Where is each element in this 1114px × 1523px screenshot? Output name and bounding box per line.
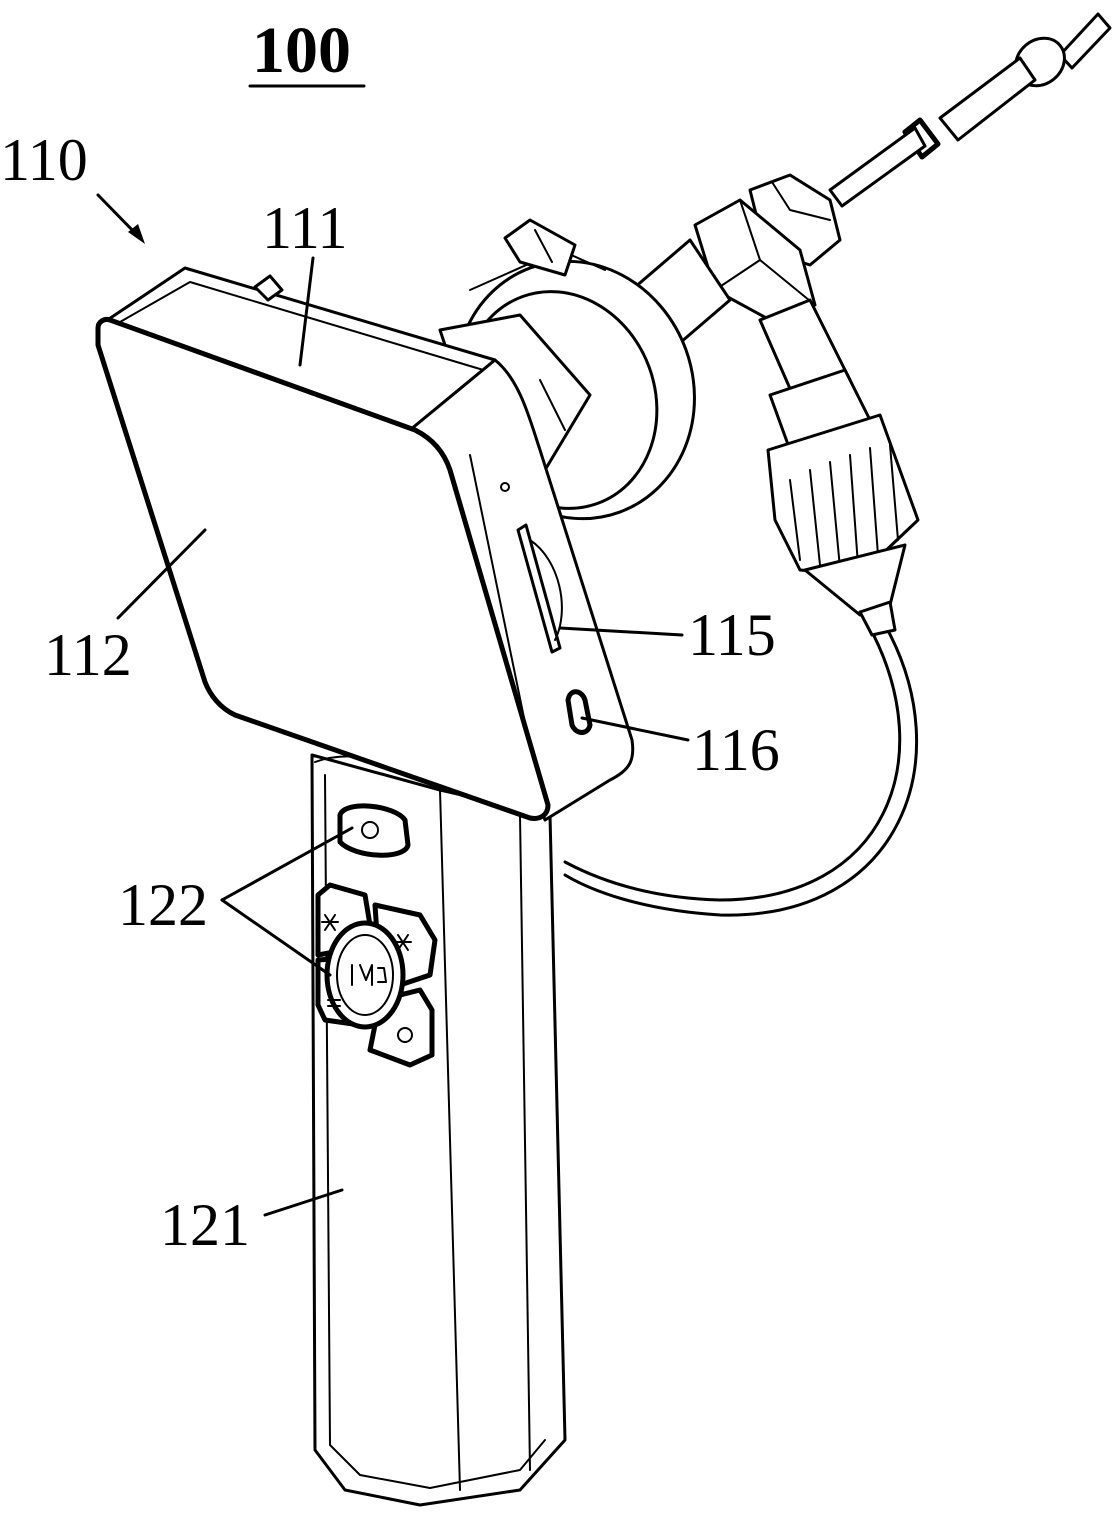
handle bbox=[312, 755, 565, 1505]
figure-title: 100 bbox=[252, 14, 351, 87]
probe-shaft bbox=[620, 14, 1110, 360]
label-device: 110 bbox=[0, 127, 88, 193]
light-port bbox=[760, 300, 918, 635]
label-screen: 112 bbox=[44, 622, 132, 688]
label-buttons: 122 bbox=[118, 872, 208, 938]
label-port: 116 bbox=[692, 717, 780, 783]
label-slot: 115 bbox=[688, 602, 776, 668]
figure-title-group: 100 bbox=[250, 14, 364, 87]
label-screen-housing: 111 bbox=[262, 195, 348, 261]
label-handle: 121 bbox=[160, 1192, 250, 1258]
